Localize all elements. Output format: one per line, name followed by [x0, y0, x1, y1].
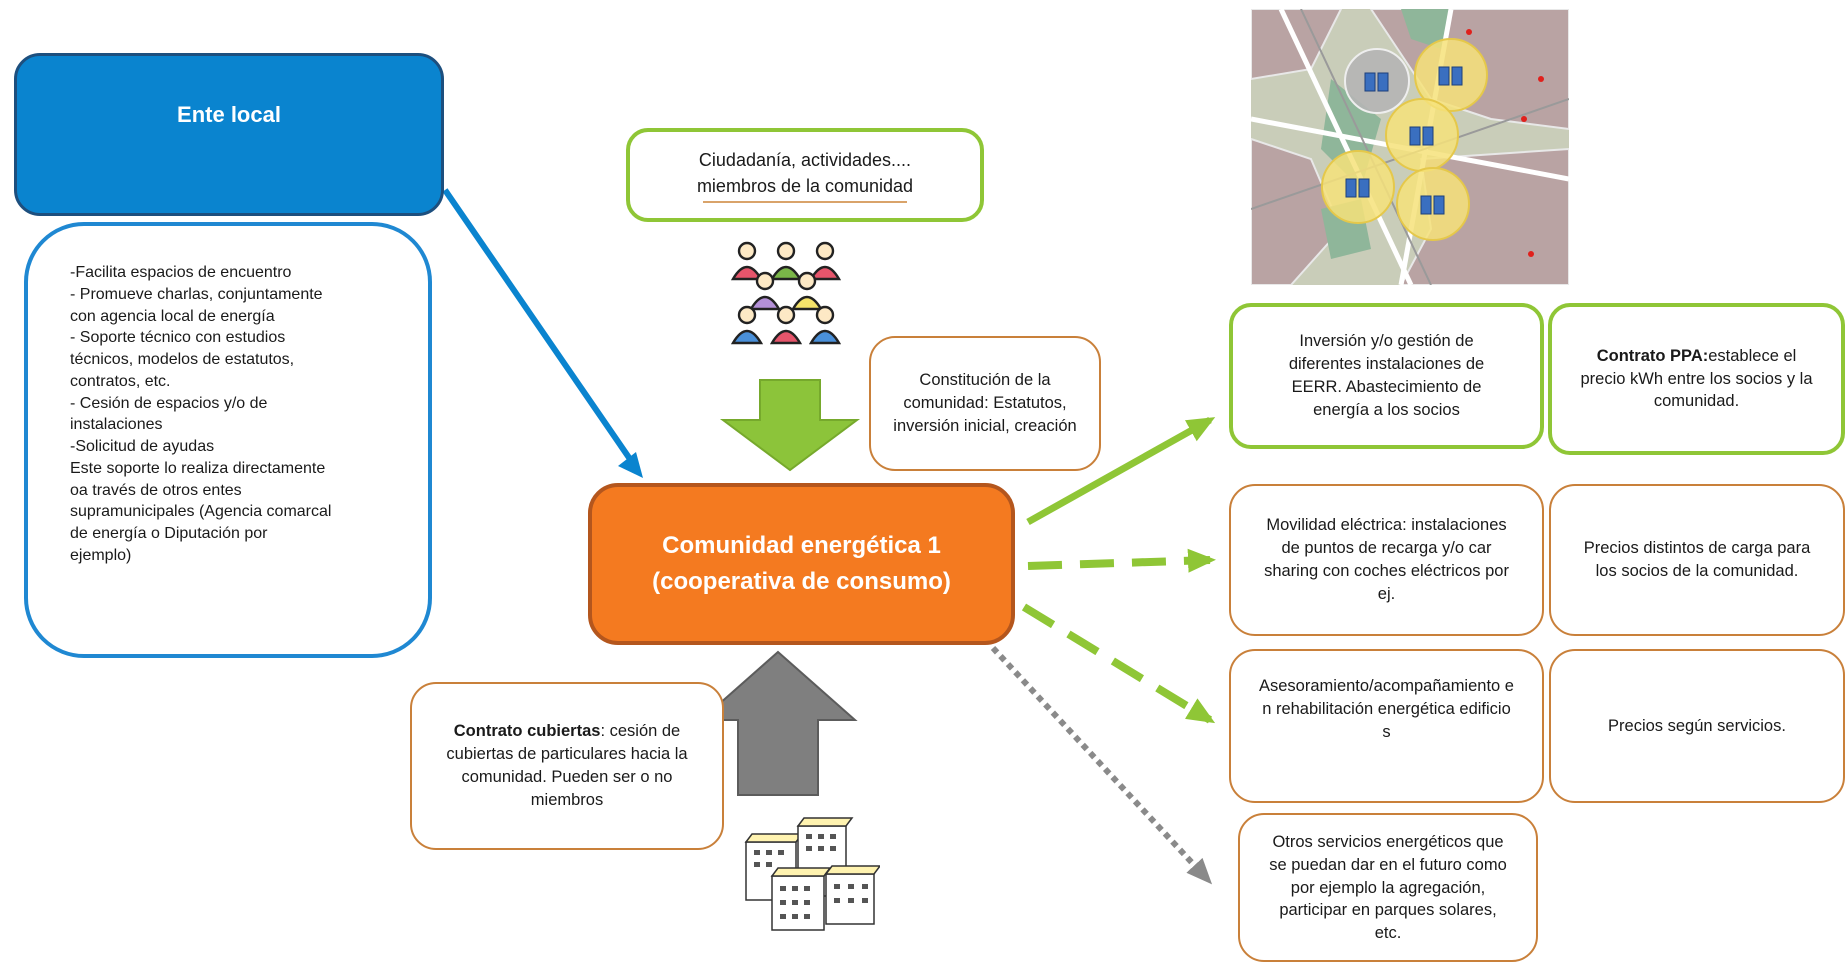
constitution-text: Constitución de la comunidad: Estatutos,… — [893, 371, 1077, 435]
service-text: Movilidad eléctrica: instalaciones de pu… — [1264, 516, 1509, 603]
local-entity-line: oa través de otros entes — [70, 481, 242, 499]
arrow-local-head — [618, 452, 643, 478]
solar-panel-icon — [1345, 178, 1357, 198]
local-entity-line: contratos, etc. — [70, 372, 171, 390]
local-entity-lines: -Facilita espacios de encuentro - Promue… — [70, 262, 331, 567]
service-box-1: Inversión y/o gestión de diferentes inst… — [1229, 303, 1544, 449]
constitution-box: Constitución de la comunidad: Estatutos,… — [869, 336, 1101, 471]
price-box-2: Precios distintos de carga para los soci… — [1549, 484, 1845, 636]
solar-panel-icon — [1409, 126, 1421, 146]
arrow-local-to-community — [442, 188, 635, 464]
arrow-service-4 — [990, 645, 1213, 885]
price-box-3: Precios según servicios. — [1549, 649, 1845, 803]
roof-contract-box: Contrato cubiertas: cesión de cubiertas … — [410, 682, 724, 850]
local-entity-line: técnicos, modelos de estatutos, — [70, 351, 295, 368]
people-icon — [730, 241, 842, 345]
arrow-members-down — [719, 379, 861, 472]
local-entity-line: Este soporte lo realiza directamente — [70, 459, 326, 477]
solar-panel-icon — [1364, 72, 1376, 92]
local-entity-line: - Promueve charlas, conjuntamente — [70, 285, 323, 303]
map-image — [1251, 9, 1569, 285]
local-entity-title-box: Ente local — [14, 53, 444, 216]
arrow-service-3 — [1021, 603, 1216, 724]
roof-contract-bold: Contrato cubiertas — [453, 722, 601, 741]
service-text: Otros servicios energéticos que se pueda… — [1269, 833, 1507, 943]
local-entity-title: Ente local — [177, 102, 281, 128]
arrow-roofs-up — [698, 650, 858, 796]
service-box-2: Movilidad eléctrica: instalaciones de pu… — [1229, 484, 1544, 636]
service-text: Inversión y/o gestión de diferentes inst… — [1288, 332, 1485, 419]
local-entity-line: - Cesión de espacios y/o de — [70, 394, 268, 412]
local-entity-line: de energía o Diputación por — [70, 525, 268, 542]
local-entity-detail-box: -Facilita espacios de encuentro - Promue… — [24, 222, 432, 658]
local-entity-line: supramunicipales (Agencia comarcal — [70, 503, 332, 521]
price-box-1: Contrato PPA:establece el precio kWh ent… — [1548, 303, 1845, 455]
local-entity-line: ejemplo) — [70, 546, 132, 564]
roof-contract-text: : cesión de cubiertas de particulares ha… — [446, 722, 688, 809]
members-box: Ciudadanía, actividades.... miembros de … — [626, 128, 984, 222]
members-underline — [702, 201, 908, 204]
solar-panel-icon — [1420, 195, 1432, 215]
members-line-2: miembros de la comunidad — [696, 176, 914, 196]
members-line-1: Ciudadanía, actividades.... — [698, 149, 912, 170]
arrow-service-2 — [1027, 548, 1216, 573]
local-entity-line: instalaciones — [70, 416, 163, 434]
price-text: establece el precio kWh entre los socios… — [1580, 346, 1813, 411]
local-entity-line: con agencia local de energía — [70, 307, 275, 325]
price-text: Precios distintos de carga para los soci… — [1583, 539, 1811, 580]
price-bold: Contrato PPA: — [1596, 346, 1709, 365]
local-entity-line: -Facilita espacios de encuentro — [70, 264, 292, 281]
community-box: Comunidad energética 1 (cooperativa de c… — [588, 483, 1015, 645]
service-box-3: Asesoramiento/acompañamiento en rehabili… — [1229, 649, 1544, 803]
service-text: Asesoramiento/acompañamiento en rehabili… — [1259, 677, 1514, 741]
local-entity-line: -Solicitud de ayudas — [70, 438, 215, 455]
arrow-service-1 — [1026, 416, 1216, 526]
local-entity-line: - Soporte técnico con estudios — [70, 329, 286, 347]
solar-panel-icon — [1438, 66, 1450, 86]
buildings-icon — [744, 817, 880, 931]
community-line-1: Comunidad energética 1 — [662, 532, 941, 559]
price-text: Precios según servicios. — [1608, 716, 1786, 735]
community-line-2: (cooperativa de consumo) — [652, 568, 951, 595]
service-box-4: Otros servicios energéticos que se pueda… — [1238, 813, 1538, 962]
